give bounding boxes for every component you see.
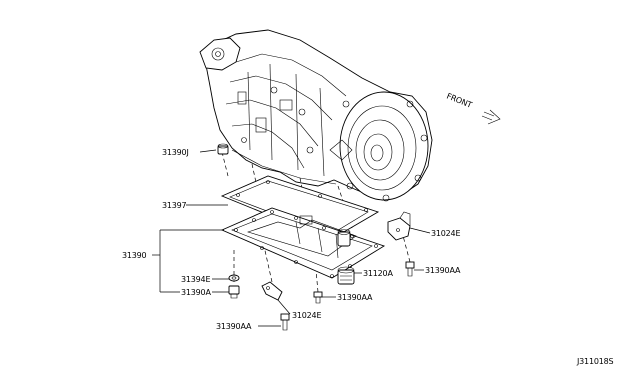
callout-31390AA-mid: 31390AA bbox=[337, 293, 373, 302]
front-indicator: FRONT bbox=[445, 92, 501, 125]
diagram-id: J311018S bbox=[576, 357, 613, 366]
callout-labels: 31390J 31397 31390 31394E 31390A 31390AA… bbox=[122, 148, 461, 331]
bolt-31390AA-mid bbox=[313, 291, 323, 304]
front-arrow-icon bbox=[481, 109, 501, 125]
strainer-31120A bbox=[337, 266, 355, 285]
bracket-31024E-right bbox=[387, 211, 411, 241]
leader-lines bbox=[152, 149, 431, 327]
oil-pan bbox=[220, 207, 386, 279]
callout-31024E-right: 31024E bbox=[431, 229, 460, 238]
callout-31394E: 31394E bbox=[181, 275, 210, 284]
bolt-31390AA-bottom bbox=[280, 313, 290, 331]
transmission-assembly bbox=[199, 29, 433, 202]
callout-31390AA-bottom: 31390AA bbox=[216, 322, 252, 331]
bolt-31390AA-right bbox=[405, 261, 415, 277]
plug-31390A bbox=[228, 285, 240, 299]
callout-31390J: 31390J bbox=[162, 148, 189, 157]
callout-31024E-bottom: 31024E bbox=[292, 311, 321, 320]
bracket-31024E-bottom bbox=[261, 281, 283, 301]
callout-31397: 31397 bbox=[162, 201, 187, 210]
front-label: FRONT bbox=[445, 92, 473, 110]
drain-plug-31390J bbox=[217, 143, 229, 155]
callout-31390A: 31390A bbox=[181, 288, 211, 297]
washer-31394E bbox=[228, 274, 240, 282]
callout-31120A: 31120A bbox=[363, 269, 393, 278]
callout-31390AA-right: 31390AA bbox=[425, 266, 461, 275]
callout-31390: 31390 bbox=[122, 251, 147, 260]
